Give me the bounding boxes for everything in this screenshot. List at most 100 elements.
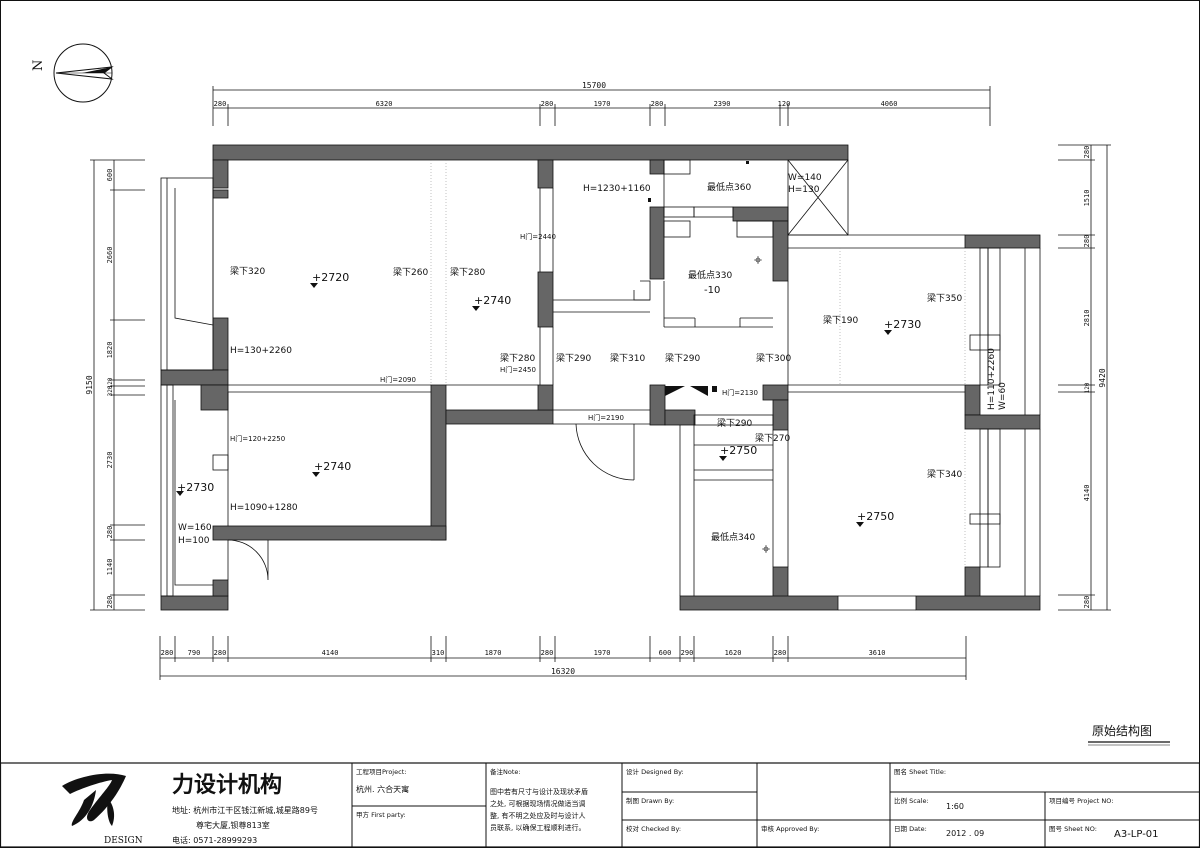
elev-2730a: +2730 bbox=[884, 318, 921, 331]
dim-bottom-5: 1870 bbox=[485, 649, 502, 657]
door-2250: H门=120+2250 bbox=[230, 434, 285, 443]
partitions bbox=[160, 159, 1041, 611]
beam-270: 梁下270 bbox=[755, 432, 790, 444]
dim-top-5: 2390 bbox=[714, 100, 731, 108]
notes-line1: 图中若有尺寸与设计及现状矛盾 bbox=[490, 787, 588, 796]
dim-right-6: 280 bbox=[1083, 596, 1091, 609]
logo-caption: DESIGN bbox=[104, 836, 143, 846]
crosshair-icons bbox=[754, 256, 770, 553]
dim-bottom-9: 290 bbox=[681, 649, 694, 657]
dim-bottom-6: 280 bbox=[541, 649, 554, 657]
door-2190: H门=2190 bbox=[588, 413, 624, 422]
dim-bottom-8: 600 bbox=[659, 649, 672, 657]
beam-350: 梁下350 bbox=[927, 292, 962, 304]
dim-right-2: 280 bbox=[1083, 235, 1091, 248]
door-2450: H门=2450 bbox=[500, 365, 536, 374]
h-window-left2: H=1090+1280 bbox=[230, 503, 298, 513]
w-left: W=160 bbox=[178, 523, 212, 533]
h-window-right: H=110+2260 bbox=[987, 348, 997, 410]
dim-top-2: 280 bbox=[541, 100, 554, 108]
h-window-top: H=1230+1160 bbox=[583, 184, 651, 194]
dim-left-2: 1820 bbox=[106, 342, 114, 359]
dim-top-1: 6320 bbox=[376, 100, 393, 108]
dim-bottom-12: 3610 bbox=[869, 649, 886, 657]
dim-bottom-0: 280 bbox=[161, 649, 174, 657]
door-2130: H门=2130 bbox=[722, 388, 758, 397]
address-line2: 尊宅大厦,钡尊813室 bbox=[196, 820, 270, 830]
elevation-markers bbox=[176, 283, 892, 527]
approved-label: 审核 Approved By: bbox=[761, 824, 819, 833]
dim-top-3: 1970 bbox=[594, 100, 611, 108]
dim-bottom-1: 790 bbox=[188, 649, 201, 657]
notes-line3: 整, 有不明之处应及时与设计人 bbox=[490, 811, 585, 820]
scale-value: 1:60 bbox=[946, 802, 964, 811]
beam-190: 梁下190 bbox=[823, 314, 858, 326]
lowest-360: 最低点360 bbox=[707, 181, 751, 193]
elev-2740a: +2740 bbox=[474, 294, 511, 307]
checked-label: 校对 Checked By: bbox=[626, 824, 681, 833]
hidden-beam-lines bbox=[430, 160, 966, 567]
dim-bottom-11: 280 bbox=[774, 649, 787, 657]
beam-290c: 梁下290 bbox=[717, 417, 752, 429]
dim-top-0: 280 bbox=[214, 100, 227, 108]
beam-260: 梁下260 bbox=[393, 266, 428, 278]
lowest-330-sub: -10 bbox=[704, 285, 720, 296]
date-value: 2012 . 09 bbox=[946, 829, 984, 838]
dim-top-4: 280 bbox=[651, 100, 664, 108]
dim-top-7: 4060 bbox=[881, 100, 898, 108]
dim-left-5: 2730 bbox=[106, 452, 114, 469]
h-window-left: H=130+2260 bbox=[230, 346, 292, 356]
notes-label: 备注Note: bbox=[490, 767, 521, 776]
project-value: 杭州. 六合天寓 bbox=[356, 784, 409, 794]
sheetno-value: A3-LP-01 bbox=[1114, 829, 1159, 840]
dim-bottom-3: 4140 bbox=[322, 649, 339, 657]
dim-bottom-4: 310 bbox=[432, 649, 445, 657]
company-name: 力设计机构 bbox=[172, 772, 282, 798]
compass-icon bbox=[53, 43, 114, 103]
lowest-340: 最低点340 bbox=[711, 531, 755, 543]
design-label: 设计 Designed By: bbox=[626, 767, 684, 776]
elev-2720: +2720 bbox=[312, 271, 349, 284]
drawn-label: 制图 Drawn By: bbox=[626, 796, 674, 805]
beam-300: 梁下300 bbox=[756, 352, 791, 364]
walls bbox=[160, 144, 1041, 611]
elev-2750a: +2750 bbox=[720, 444, 757, 457]
elev-2740b: +2740 bbox=[314, 460, 351, 473]
notes-line2: 之处, 可根据现场情况做适当调 bbox=[490, 799, 585, 808]
dim-left-6: 280 bbox=[106, 526, 114, 539]
beam-290b: 梁下290 bbox=[665, 352, 700, 364]
dim-bottom-10: 1620 bbox=[725, 649, 742, 657]
dim-left-8: 280 bbox=[106, 596, 114, 609]
dim-left-total: 9150 bbox=[85, 375, 94, 394]
phone: 电话: 0571-28999293 bbox=[172, 835, 257, 845]
dim-bottom-7: 1970 bbox=[594, 649, 611, 657]
beam-280b: 梁下280 bbox=[500, 352, 535, 364]
dim-left-4: 320 bbox=[107, 385, 114, 396]
dim-left-0: 600 bbox=[106, 169, 114, 182]
h-top: H=130 bbox=[788, 185, 820, 195]
dimension-texts: 15700 280 6320 280 1970 280 2390 120 406… bbox=[85, 81, 1107, 676]
structure-markers bbox=[648, 161, 749, 396]
client-label: 甲方 First party: bbox=[356, 810, 406, 819]
beam-310: 梁下310 bbox=[610, 352, 645, 364]
dim-top-6: 120 bbox=[778, 100, 791, 108]
dim-left-3: 120 bbox=[107, 377, 114, 388]
door-2440: H门=2440 bbox=[520, 232, 556, 241]
title-label: 图名 Sheet Title: bbox=[894, 767, 946, 776]
beam-290a: 梁下290 bbox=[556, 352, 591, 364]
room-labels: +2720 +2740 +2730 +2740 +2730 +2750 +275… bbox=[177, 173, 1008, 546]
dim-right-4: 120 bbox=[1084, 382, 1091, 393]
sheet-title: 原始结构图 bbox=[1092, 723, 1152, 738]
dim-top-total: 15700 bbox=[582, 81, 606, 90]
elev-2750b: +2750 bbox=[857, 510, 894, 523]
sheetno-label: 图号 Sheet NO: bbox=[1049, 825, 1097, 833]
dimension-lines bbox=[90, 86, 1111, 680]
dim-right-3: 2810 bbox=[1083, 310, 1091, 327]
dim-right-total: 9420 bbox=[1098, 368, 1107, 387]
w-top: W=140 bbox=[788, 173, 822, 183]
date-label: 日期 Date: bbox=[894, 825, 927, 833]
dim-right-0: 280 bbox=[1083, 146, 1091, 159]
beam-280a: 梁下280 bbox=[450, 266, 485, 278]
company-logo-icon bbox=[62, 773, 126, 826]
